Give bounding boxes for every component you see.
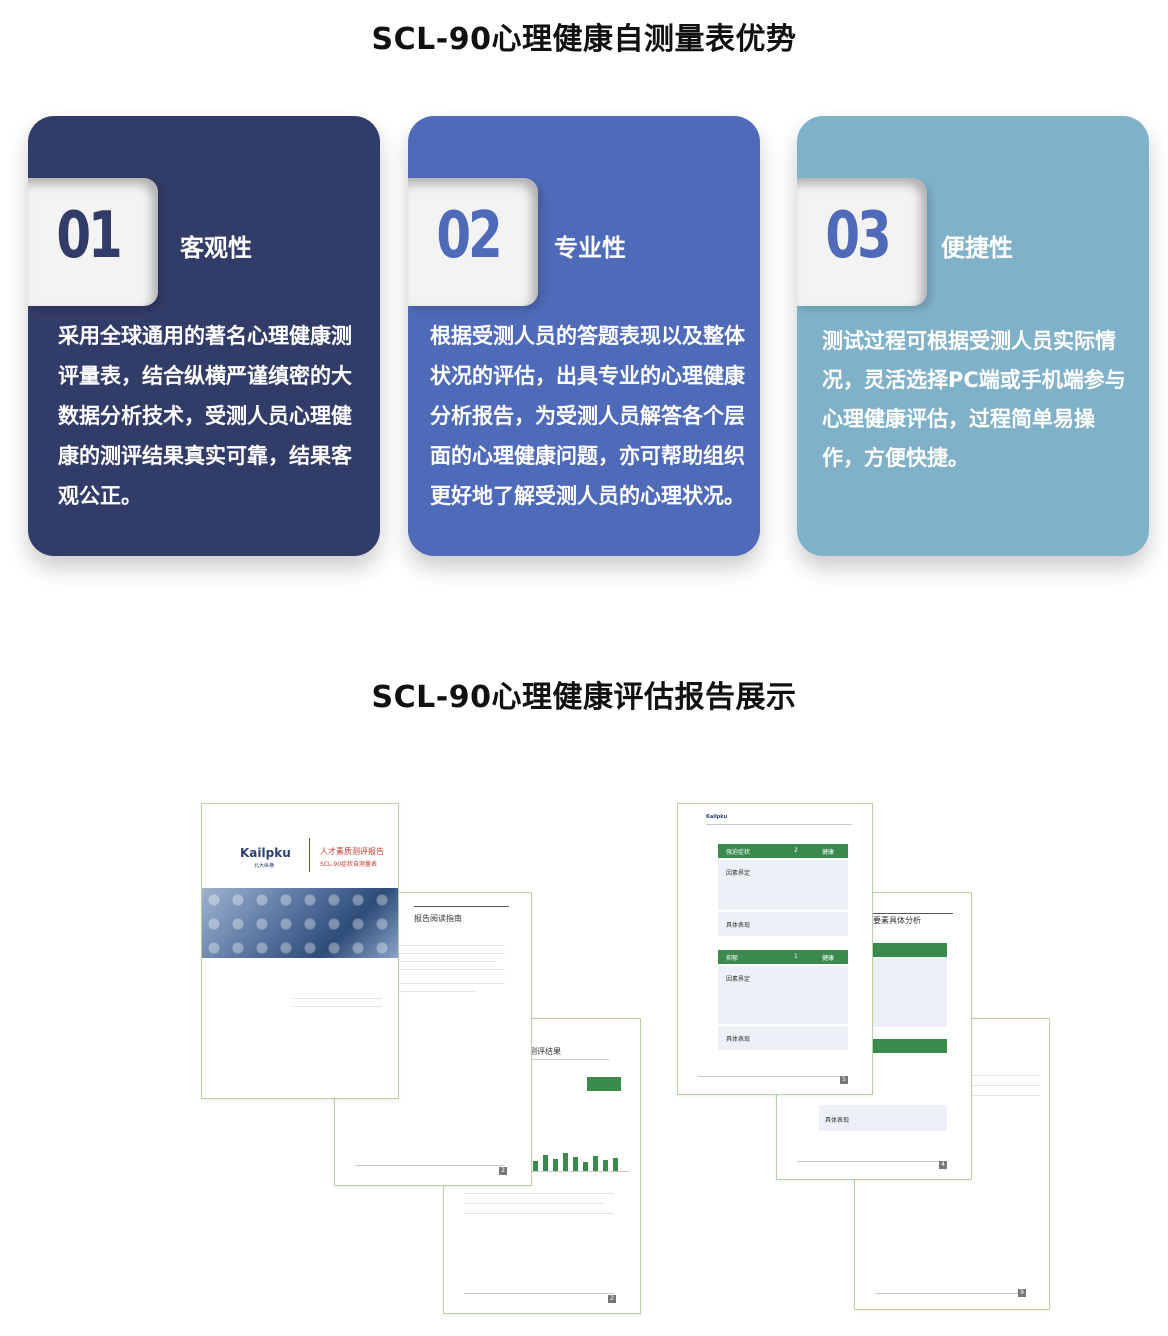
card-description: 测试过程可根据受测人员实际情况，灵活选择PC端或手机端参与心理健康评估，过程简单… xyxy=(822,329,1126,470)
advantage-card-convenient: 03 便捷性 测试过程可根据受测人员实际情况，灵活选择PC端或手机端参与心理健康… xyxy=(797,116,1149,556)
advantage-card-professional: 02 专业性 根据受测人员的答题表现以及整体状况的评估，出具专业的心理健康分析报… xyxy=(408,116,760,556)
chart-bar xyxy=(563,1153,568,1171)
number-box: 03 xyxy=(797,178,927,306)
text-line xyxy=(355,991,475,992)
table-header xyxy=(873,1039,947,1053)
row-label: 具体表现 xyxy=(726,1036,751,1043)
card-number: 03 xyxy=(825,199,891,273)
page-number: 4 xyxy=(939,1161,947,1169)
chart-bar xyxy=(583,1162,588,1171)
advantage-card-objective: 01 客观性 采用全球通用的著名心理健康测评量表，结合纵横严谨缜密的大数据分析技… xyxy=(28,116,380,556)
row-label: 因素界定 xyxy=(726,870,751,877)
page-heading: 报告阅读指南 xyxy=(414,914,462,923)
footer-line xyxy=(355,1165,505,1166)
page-heading: 要素具体分析 xyxy=(873,916,921,925)
table-row: 具体表现 xyxy=(718,912,848,936)
card-title: 便捷性 xyxy=(941,234,1013,262)
row-label: 具体表现 xyxy=(825,1117,850,1124)
text-line xyxy=(355,983,505,984)
footer-line xyxy=(698,1076,846,1077)
card-description: 采用全球通用的著名心理健康测评量表，结合纵横严谨缜密的大数据分析技术，受测人员心… xyxy=(58,324,352,508)
section-title-advantages: SCL-90心理健康自测量表优势 xyxy=(371,22,797,57)
text-line xyxy=(355,953,505,954)
info-line xyxy=(292,1006,382,1007)
text-line xyxy=(464,1213,614,1214)
section-title-report-showcase: SCL-90心理健康评估报告展示 xyxy=(371,680,797,715)
footer-line xyxy=(797,1161,947,1162)
info-line xyxy=(292,998,382,999)
card-title: 专业性 xyxy=(554,234,626,262)
table-header xyxy=(873,943,947,957)
table-header: 抑郁 1 健康 xyxy=(718,950,848,964)
report-page-factors: Kailpku 强迫症状 2 健康 因素界定 具体表现 抑郁 1 健康 因素界定… xyxy=(677,803,873,1095)
number-box: 02 xyxy=(408,178,538,306)
card-number: 01 xyxy=(56,199,122,273)
factor-score: 2 xyxy=(794,847,798,854)
cover-title: 人才素质测评报告 xyxy=(320,847,384,856)
row-label: 因素界定 xyxy=(726,976,751,983)
report-page-cover: Kailpku 北大纵横 人才素质测评报告 SCL-90症状自测量表 xyxy=(201,803,399,1099)
card-number: 02 xyxy=(436,199,502,273)
cover-divider xyxy=(309,838,310,872)
page-number: 5 xyxy=(840,1076,848,1084)
brand-logo: Kailpku xyxy=(240,846,291,860)
page-heading: 测评结果 xyxy=(529,1047,561,1056)
row-label: 具体表现 xyxy=(726,922,751,929)
table-row xyxy=(819,1105,947,1131)
chart-bar xyxy=(533,1161,538,1171)
factor-name: 强迫症状 xyxy=(726,849,751,856)
table-header: 强迫症状 2 健康 xyxy=(718,844,848,858)
table-row: 因素界定 xyxy=(718,966,848,1024)
chart-bar xyxy=(573,1157,578,1171)
header-line xyxy=(706,824,852,825)
table-row xyxy=(873,957,947,1027)
text-line xyxy=(970,1085,1040,1086)
header-line xyxy=(873,913,953,914)
footer-line xyxy=(464,1293,614,1294)
factor-status: 健康 xyxy=(822,849,835,856)
header-line xyxy=(414,906,509,907)
factor-name: 抑郁 xyxy=(726,955,739,962)
table-row: 因素界定 xyxy=(718,860,848,910)
text-line xyxy=(355,961,495,962)
page-number: 2 xyxy=(499,1167,507,1175)
number-box: 01 xyxy=(28,178,158,306)
text-line xyxy=(464,1203,604,1204)
text-line xyxy=(464,1193,614,1194)
brand-logo: Kailpku xyxy=(706,814,728,820)
text-line xyxy=(355,945,505,946)
cover-subtitle: SCL-90症状自测量表 xyxy=(320,861,378,868)
puzzle-image xyxy=(202,888,398,958)
chart-bar xyxy=(553,1159,558,1171)
chart-bar xyxy=(593,1156,598,1171)
legend-badge xyxy=(587,1077,621,1091)
chart-bar xyxy=(613,1158,618,1171)
divider xyxy=(529,1059,609,1060)
chart-bar xyxy=(543,1155,548,1171)
table-row: 具体表现 xyxy=(718,1026,848,1050)
page-number: 9 xyxy=(1018,1289,1026,1297)
text-line xyxy=(970,1095,1040,1096)
page-number: 2 xyxy=(608,1295,616,1303)
factor-status: 健康 xyxy=(822,955,835,962)
factor-score: 1 xyxy=(794,953,798,960)
text-line xyxy=(970,1075,1040,1076)
card-description: 根据受测人员的答题表现以及整体状况的评估，出具专业的心理健康分析报告，为受测人员… xyxy=(430,324,745,508)
brand-logo-cn: 北大纵横 xyxy=(254,863,275,869)
chart-bar xyxy=(603,1160,608,1171)
card-title: 客观性 xyxy=(180,234,252,262)
text-line xyxy=(355,969,505,970)
footer-line xyxy=(875,1293,1025,1294)
results-bar-chart xyxy=(529,1129,629,1172)
